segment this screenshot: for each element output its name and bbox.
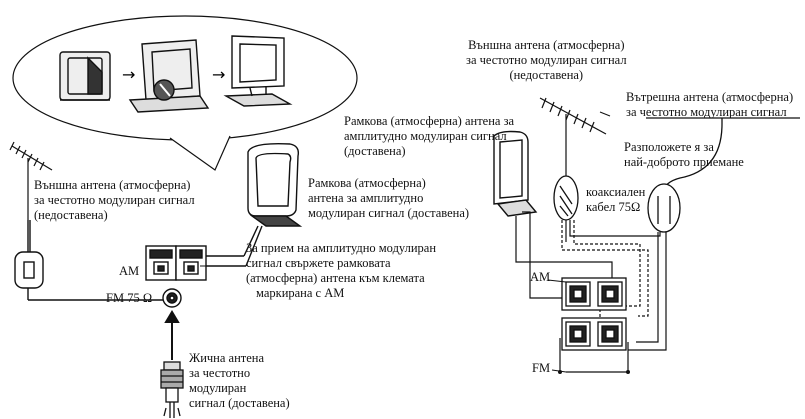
- left-am-instruction-label: За прием на амплитудно модулиран сигнал …: [246, 241, 437, 300]
- right-placement-hint-label: Разположете я за най-доброто приемане: [624, 140, 744, 169]
- arrow-icon: →: [122, 65, 135, 84]
- wire-fm-antenna-label: Жична антена за честотно модулиран сигна…: [189, 351, 290, 410]
- indoor-fm-t-antenna-icon: [646, 117, 800, 233]
- left-loop-am-label: Рамкова (атмосферна) антена за амплитудн…: [308, 176, 470, 220]
- assembly-step-1-icon: [59, 51, 111, 101]
- right-outdoor-fm-label: Външна антена (атмосферна) за честотно м…: [466, 38, 627, 82]
- am-loop-antenna-icon: [243, 142, 303, 267]
- assembly-step-3-icon: [223, 35, 293, 107]
- right-coax-label: коаксиален кабел 75Ω: [586, 185, 646, 214]
- outdoor-fm-antenna-icon: [9, 141, 53, 220]
- right-am-terminal-label: AM: [530, 270, 551, 284]
- junction-dot: [626, 370, 630, 374]
- right-wiring: [515, 211, 667, 373]
- fm-coax-socket-icon: [162, 288, 182, 308]
- wire-fm-antenna-plug-icon: [160, 361, 184, 418]
- right-terminal-block: [561, 277, 627, 351]
- right-coax-dashed: [561, 220, 649, 322]
- assembly-step-2-icon: [128, 39, 210, 113]
- connect-arrow-icon: [164, 310, 180, 360]
- balun-adapter-icon: [14, 251, 44, 289]
- fm-cable-line: [27, 220, 166, 301]
- right-balun-icon: [553, 175, 579, 221]
- left-fm-terminal-label: FM 75 Ω: [106, 291, 153, 305]
- right-loop-am-label: Рамкова (атмосферна) антена за амплитудн…: [344, 114, 515, 158]
- arrow-icon: →: [212, 65, 225, 84]
- right-indoor-fm-label: Вътрешна антена (атмосферна) за честотно…: [626, 90, 794, 119]
- left-outdoor-fm-label: Външна антена (атмосферна) за честотно м…: [34, 178, 195, 222]
- right-outdoor-fm-antenna-icon: [539, 97, 607, 184]
- left-am-terminal-label: AM: [119, 264, 140, 278]
- left-am-terminal-block: [145, 245, 207, 281]
- junction-dot: [558, 370, 562, 374]
- right-fm-terminal-label: FM: [532, 361, 551, 375]
